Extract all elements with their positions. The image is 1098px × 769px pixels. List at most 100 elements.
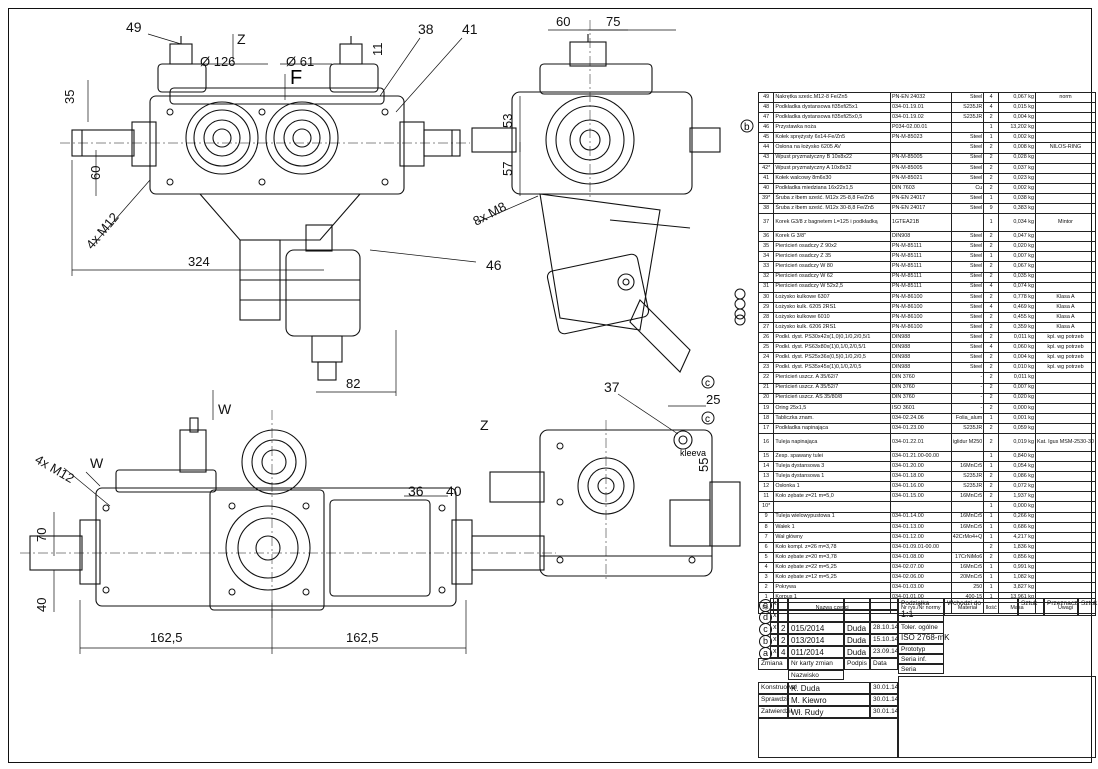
callout-11: 11 <box>370 43 385 57</box>
rev-cell: 011/2014 <box>788 646 844 658</box>
parts-cell: Pierścień uszcz. A 35/62/7 <box>773 372 891 384</box>
rev-cell: 2 <box>778 634 788 646</box>
parts-cell: Steel <box>950 241 985 253</box>
parts-cell: 0,856 kg <box>998 551 1036 564</box>
rev-cell <box>870 598 898 610</box>
parts-cell: Kołek sprężysty 6x14-Fe/Zn5 <box>773 132 891 144</box>
parts-cell: PN-M-85111 <box>889 241 952 253</box>
parts-cell: 0,054 kg <box>998 461 1036 473</box>
parts-cell: Pierścień osadczy W 52x2,5 <box>773 281 891 293</box>
parts-cell: 0,047 kg <box>998 231 1036 243</box>
parts-cell <box>1035 382 1096 394</box>
parts-cell: 2 <box>983 152 1000 164</box>
parts-cell: kpl. wg potrzeb <box>1035 362 1096 374</box>
thread-m8: 8x M8 <box>470 199 508 229</box>
parts-cell: Osłona na łożysko 6205 AV <box>773 142 891 154</box>
parts-cell: 13,202 kg <box>998 122 1036 134</box>
parts-cell: Podkł. dyst. PS63x80x(1)0,1/0,2/0,5/1 <box>773 342 891 354</box>
parts-cell: 4 <box>983 91 1000 104</box>
dim-55: 55 <box>696 458 711 472</box>
parts-cell: 0,007 kg <box>998 382 1036 394</box>
parts-cell: Steel <box>950 332 985 344</box>
parts-cell <box>1035 192 1096 205</box>
parts-cell: 0,001 kg <box>998 412 1036 424</box>
parts-cell <box>1035 592 1096 604</box>
tb-proto-label: Prototyp <box>898 644 944 654</box>
parts-cell: 0,359 kg <box>998 321 1036 334</box>
parts-cell: 034-01.01.00 <box>889 592 952 604</box>
parts-cell <box>1035 551 1096 564</box>
parts-cell <box>1035 491 1096 503</box>
parts-cell <box>1035 572 1096 584</box>
parts-cell: 0,067 kg <box>998 91 1036 104</box>
tb-tol-label: Toler. ogólne <box>898 622 944 634</box>
parts-cell: 48 <box>757 102 775 114</box>
parts-cell: 0,840 kg <box>998 450 1036 463</box>
parts-cell: Łożysko kulkowe 6307 <box>773 291 891 303</box>
dim-70: 70 <box>34 528 49 542</box>
dim-61: Ø 61 <box>286 54 314 69</box>
rev-cell <box>844 598 870 610</box>
side-view <box>471 34 721 373</box>
parts-cell: 6 <box>757 541 775 553</box>
parts-cell: 0,020 kg <box>998 241 1036 253</box>
parts-cell: 1 <box>983 132 1000 144</box>
parts-cell: kpl. wg potrzeb <box>1035 332 1096 344</box>
parts-cell: 034-01.22.01 <box>889 433 952 452</box>
dim-162-right: 162,5 <box>346 630 379 645</box>
parts-cell <box>950 213 985 233</box>
parts-cell: 8 <box>757 521 775 533</box>
parts-cell: Przystawka noża <box>773 122 891 134</box>
parts-cell <box>889 142 952 154</box>
parts-cell: 0,008 kg <box>998 142 1036 154</box>
parts-cell: 0,686 kg <box>998 521 1036 533</box>
parts-cell: 2 <box>983 491 1000 503</box>
parts-cell: 4 <box>983 102 1000 114</box>
parts-cell: 7 <box>757 531 775 543</box>
rev-cell: 28.10.14 <box>870 622 898 634</box>
parts-cell: 0,002 kg <box>998 132 1036 144</box>
parts-cell <box>1035 152 1096 164</box>
parts-cell: 34 <box>757 251 775 263</box>
parts-cell: 0,028 kg <box>998 152 1036 164</box>
parts-cell: Steel <box>950 301 985 313</box>
parts-cell: 9 <box>983 203 1000 215</box>
parts-cell: 47 <box>757 112 775 124</box>
parts-cell: Podkł. dyst. PS25x36x(0,5)0,1/0,2/0,5 <box>773 352 891 364</box>
parts-cell: Klasa A <box>1035 301 1096 313</box>
parts-cell: Zesp. spawany tulei <box>773 450 891 463</box>
parts-cell: 0,469 kg <box>998 301 1036 313</box>
parts-cell: PN-M-86100 <box>889 291 952 303</box>
parts-cell <box>1035 261 1096 273</box>
parts-cell: 16MnCr5 <box>950 461 985 473</box>
parts-cell: Koło kompl. z=26 m=3,78 <box>773 541 891 553</box>
tb-drawing-title-area <box>898 676 1096 758</box>
parts-cell: 0,020 kg <box>998 392 1036 404</box>
parts-cell: 0,778 kg <box>998 291 1036 303</box>
parts-cell: PN-M-85005 <box>889 152 952 164</box>
parts-cell: kpl. wg potrzeb <box>1035 342 1096 354</box>
parts-cell: 2 <box>983 402 1000 414</box>
parts-cell: DIN988 <box>889 362 952 374</box>
parts-cell: Śruba z łbem sześć. M12x 30-8,8 Fe/Zn5 <box>773 203 891 215</box>
parts-cell: 2 <box>983 311 1000 323</box>
parts-cell: 16MnCr5 <box>950 511 985 523</box>
parts-cell: 2 <box>983 261 1000 273</box>
parts-cell <box>950 541 985 553</box>
parts-cell: 43 <box>757 152 775 164</box>
tb-zatwierdzil-date: 30.01.14 <box>870 706 898 718</box>
parts-cell <box>1035 132 1096 144</box>
parts-cell: 42* <box>757 162 775 174</box>
parts-cell: 0,011 kg <box>998 372 1036 384</box>
parts-cell: 1 <box>983 572 1000 584</box>
parts-cell: 1,937 kg <box>998 491 1036 503</box>
parts-cell <box>1035 162 1096 174</box>
